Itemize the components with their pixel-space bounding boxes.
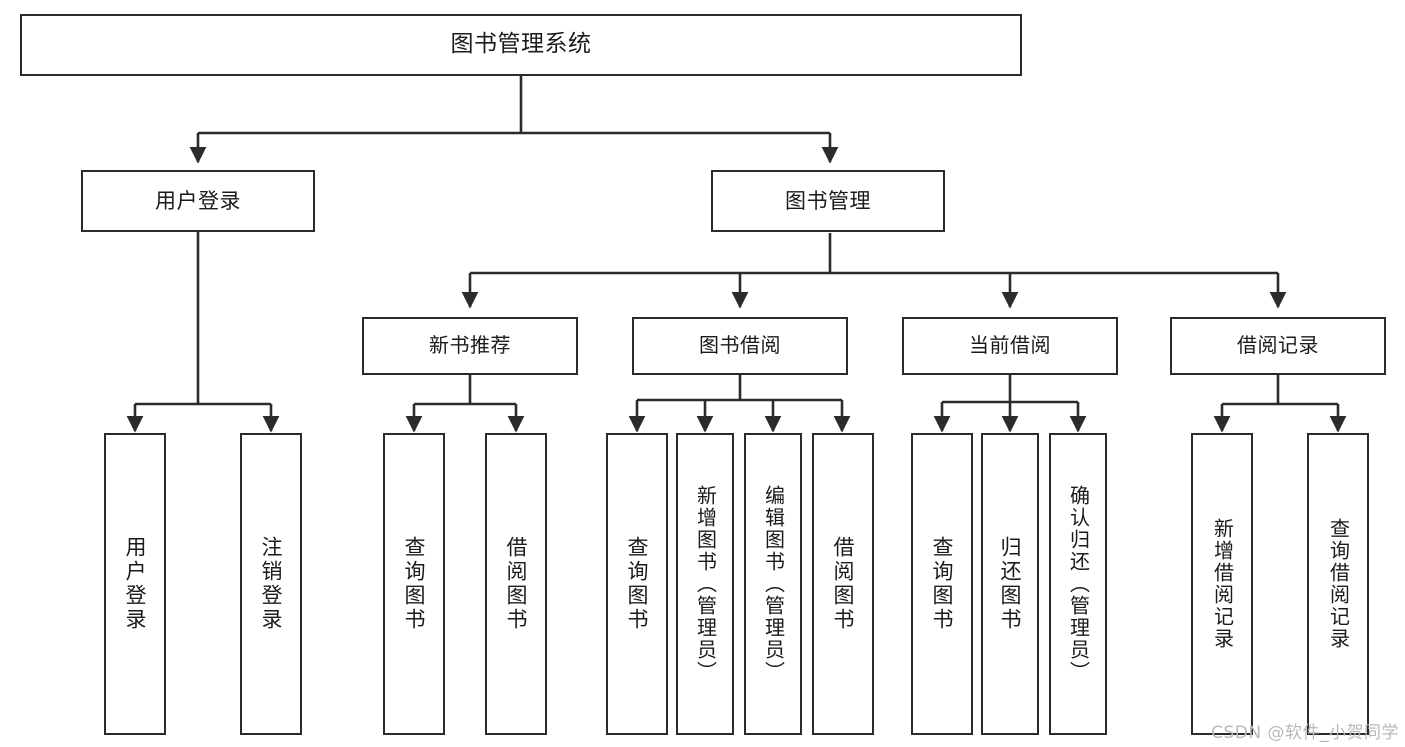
node-label: 新书推荐 [429,333,511,358]
node-label: 编辑图书（管理员） [761,485,786,683]
leaf-current-return-book[interactable]: 归还图书 [981,433,1039,735]
leaf-user-logout[interactable]: 注销登录 [240,433,302,735]
node-book-management[interactable]: 图书管理 [711,170,945,232]
node-label: 用户登录 [155,188,241,213]
leaf-borrow-add-book-admin[interactable]: 新增图书（管理员） [676,433,734,735]
node-label: 查询图书 [625,536,650,632]
leaf-current-confirm-return-admin[interactable]: 确认归还（管理员） [1049,433,1107,735]
node-borrow-record[interactable]: 借阅记录 [1170,317,1386,375]
node-book-borrow[interactable]: 图书借阅 [632,317,848,375]
node-label: 查询图书 [402,536,427,632]
node-label: 图书管理 [785,188,871,213]
node-label: 查询借阅记录 [1326,518,1351,650]
node-label: 新增图书（管理员） [693,485,718,683]
leaf-borrow-edit-book-admin[interactable]: 编辑图书（管理员） [744,433,802,735]
node-label: 新增借阅记录 [1210,518,1235,650]
node-label: 借阅记录 [1237,333,1319,358]
leaf-recommend-borrow-book[interactable]: 借阅图书 [485,433,547,735]
leaf-record-query-borrow-record[interactable]: 查询借阅记录 [1307,433,1369,735]
node-label: 当前借阅 [969,333,1051,358]
csdn-watermark: CSDN @软件_小贺同学 [1211,723,1399,743]
leaf-borrow-borrow-book[interactable]: 借阅图书 [812,433,874,735]
node-label: 注销登录 [259,536,284,632]
node-label: 确认归还（管理员） [1066,485,1091,683]
leaf-recommend-query-book[interactable]: 查询图书 [383,433,445,735]
leaf-borrow-query-book[interactable]: 查询图书 [606,433,668,735]
node-current-borrow[interactable]: 当前借阅 [902,317,1118,375]
node-label: 归还图书 [998,536,1023,632]
node-label: 借阅图书 [831,536,856,632]
node-label: 用户登录 [123,536,148,632]
node-label: 查询图书 [930,536,955,632]
node-root-system[interactable]: 图书管理系统 [20,14,1022,76]
node-label: 图书借阅 [699,333,781,358]
leaf-record-add-borrow-record[interactable]: 新增借阅记录 [1191,433,1253,735]
node-new-book-recommend[interactable]: 新书推荐 [362,317,578,375]
node-label: 图书管理系统 [450,31,592,58]
node-user-login[interactable]: 用户登录 [81,170,315,232]
leaf-user-login[interactable]: 用户登录 [104,433,166,735]
leaf-current-query-book[interactable]: 查询图书 [911,433,973,735]
node-label: 借阅图书 [504,536,529,632]
